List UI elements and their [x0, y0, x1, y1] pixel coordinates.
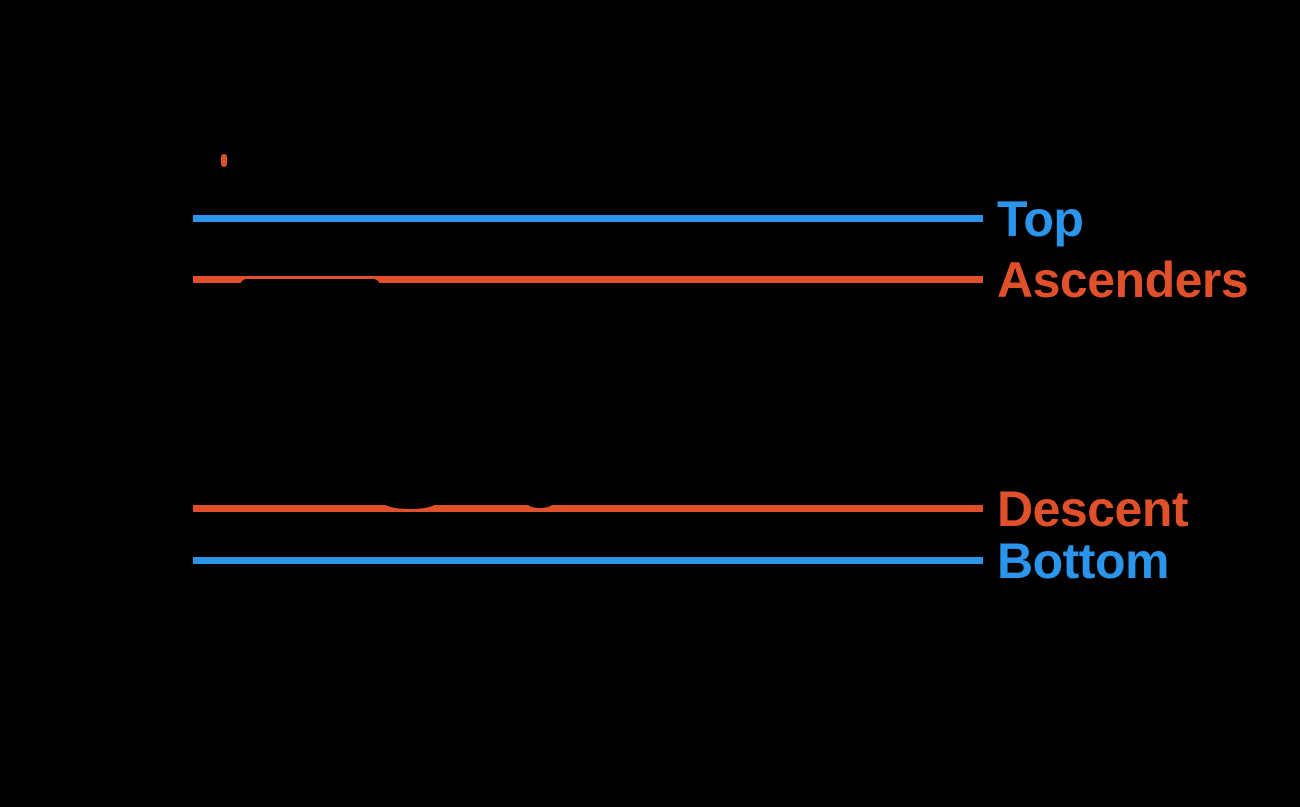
hidden-glyph-ascender-top: [240, 279, 380, 287]
i-tittle-dot: [221, 154, 227, 167]
ascenders-line: Ascenders: [193, 255, 1249, 305]
bottom-line: Bottom: [193, 536, 1169, 586]
ascenders-line-label: Ascenders: [997, 251, 1249, 308]
top-line: Top: [193, 194, 1084, 244]
descent-line-label: Descent: [997, 480, 1189, 537]
bottom-line-label: Bottom: [997, 532, 1169, 589]
hidden-glyph-descender-bowl: [383, 495, 437, 509]
hidden-glyph-descender-bowl-small: [527, 498, 553, 508]
descent-line: Descent: [193, 484, 1189, 534]
top-line-label: Top: [997, 190, 1084, 247]
